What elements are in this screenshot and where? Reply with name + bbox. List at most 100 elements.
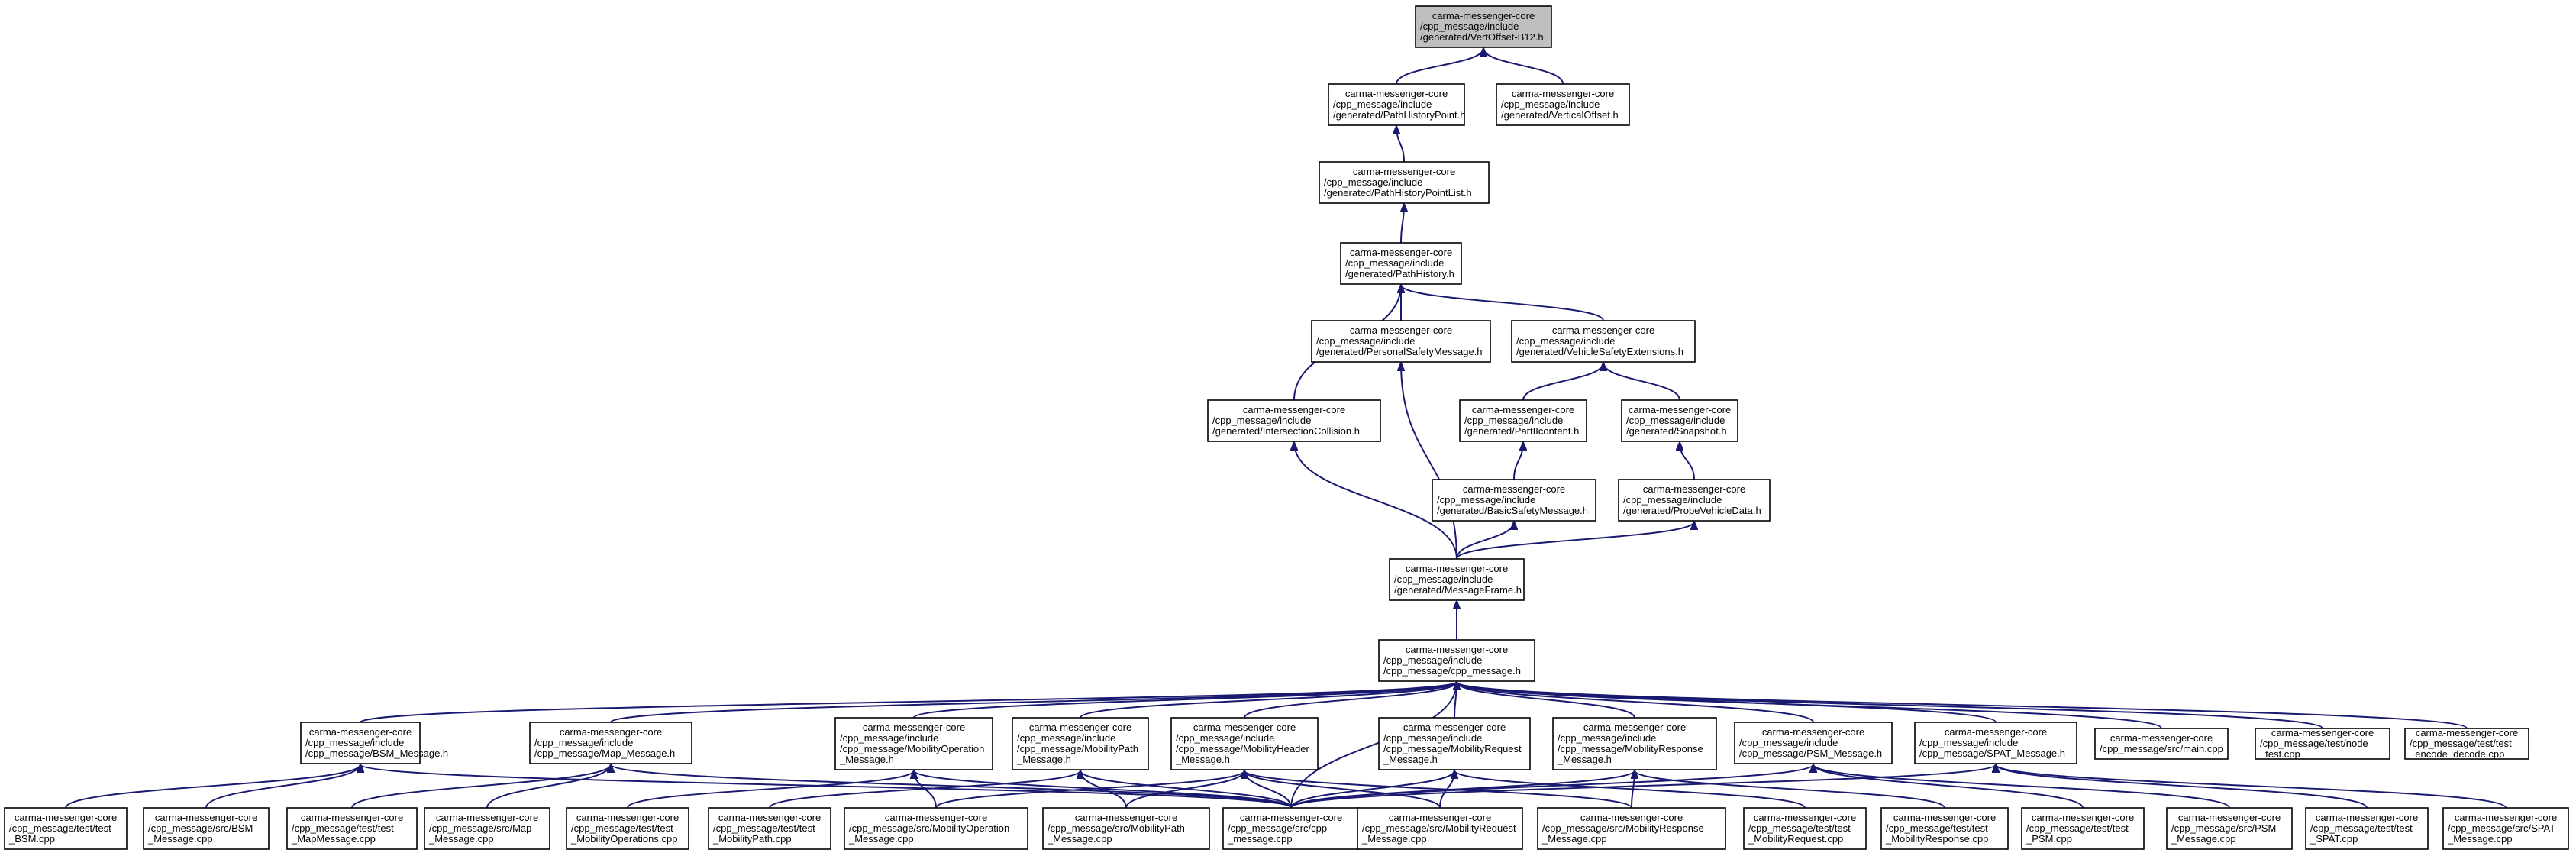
node-label-line: carma-messenger-core (2178, 812, 2281, 823)
node-s_mobop[interactable]: carma-messenger-core/cpp_message/src/Mob… (844, 807, 1028, 850)
node-box (1734, 722, 1893, 764)
node-basicsafety[interactable]: carma-messenger-core/cpp_message/include… (1432, 479, 1596, 522)
node-label-line: carma-messenger-core (1762, 726, 1864, 738)
node-label-line: /cpp_message/test/test (2410, 738, 2512, 749)
node-t_mobreq[interactable]: carma-messenger-core/cpp_message/test/te… (1743, 807, 1867, 850)
node-s_mobresp[interactable]: carma-messenger-core/cpp_message/src/Mob… (1537, 807, 1726, 850)
node-mobheader_h[interactable]: carma-messenger-core/cpp_message/include… (1170, 717, 1319, 770)
node-label-line: carma-messenger-core (301, 812, 403, 823)
node-box (2404, 728, 2529, 760)
node-label-line: /generated/IntersectionCollision.h (1212, 425, 1360, 437)
node-label-line: _Message.h (1557, 754, 1612, 765)
node-snapshot[interactable]: carma-messenger-core/cpp_message/include… (1621, 399, 1738, 442)
edge-s_cpp-to-mobreq_h (1290, 770, 1454, 809)
node-psm_h[interactable]: carma-messenger-core/cpp_message/include… (1734, 722, 1893, 764)
node-box (844, 807, 1028, 850)
node-messageframe[interactable]: carma-messenger-core/cpp_message/include… (1389, 558, 1525, 601)
node-box (1496, 83, 1630, 126)
node-label-line: /cpp_message/src/MobilityPath (1048, 822, 1185, 834)
node-box (2021, 807, 2145, 850)
node-mobresp_h[interactable]: carma-messenger-core/cpp_message/include… (1552, 717, 1717, 770)
node-pathhistorypointlist[interactable]: carma-messenger-core/cpp_message/include… (1319, 161, 1490, 204)
node-t_mobops[interactable]: carma-messenger-core/cpp_message/test/te… (566, 807, 689, 850)
edge-t_mobreq-to-mobreq_h (1454, 770, 1806, 809)
node-box (1340, 242, 1462, 285)
node-box (1511, 320, 1696, 363)
node-label-line: /generated/PathHistoryPointList.h (1324, 187, 1472, 199)
node-label-line: /cpp_message/include (1437, 494, 1535, 506)
node-label-line: carma-messenger-core (1240, 812, 1342, 823)
edge-mobop_h-to-cppmessage_h (913, 682, 1457, 719)
node-s_mobreq[interactable]: carma-messenger-core/cpp_message/src/Mob… (1357, 807, 1523, 850)
node-label-line: /generated/VertOffset-B12.h (1420, 31, 1544, 43)
node-label-line: /cpp_message/src/Map (429, 822, 531, 834)
node-label-line: /cpp_message/src/cpp (1228, 822, 1327, 834)
node-label-line: carma-messenger-core (2416, 727, 2518, 738)
node-label-line: carma-messenger-core (1432, 10, 1535, 21)
node-t_spat[interactable]: carma-messenger-core/cpp_message/test/te… (2305, 807, 2429, 850)
node-s_cpp[interactable]: carma-messenger-core/cpp_message/src/cpp… (1222, 807, 1360, 850)
node-s_psm[interactable]: carma-messenger-core/cpp_message/src/PSM… (2166, 807, 2293, 850)
node-label-line: /generated/PathHistoryPoint.h (1333, 109, 1465, 121)
node-personalsafety[interactable]: carma-messenger-core/cpp_message/include… (1311, 320, 1491, 363)
node-label-line: /cpp_message/SPAT_Message.h (1919, 748, 2065, 759)
node-label-line: /cpp_message/include (1383, 732, 1482, 744)
node-s_spat[interactable]: carma-messenger-core/cpp_message/src/SPA… (2442, 807, 2569, 850)
node-label-line: /cpp_message/test/test (1748, 822, 1851, 834)
node-label-line: /cpp_message/include (1345, 257, 1444, 269)
node-main_cpp[interactable]: carma-messenger-core/cpp_message/src/mai… (2094, 728, 2229, 760)
node-test_encode[interactable]: carma-messenger-core/cpp_message/test/te… (2404, 727, 2529, 760)
node-box (143, 807, 270, 850)
node-box (1552, 717, 1717, 770)
node-cppmessage_h[interactable]: carma-messenger-core/cpp_message/include… (1378, 639, 1535, 682)
node-t_bsm[interactable]: carma-messenger-core/cpp_message/test/te… (4, 807, 128, 850)
node-partiicontent[interactable]: carma-messenger-core/cpp_message/include… (1459, 399, 1587, 442)
node-s_mobpath[interactable]: carma-messenger-core/cpp_message/src/Mob… (1042, 807, 1210, 850)
node-label-line: /cpp_message/test/test (713, 822, 815, 834)
node-mobpath_h[interactable]: carma-messenger-core/cpp_message/include… (1012, 717, 1149, 770)
node-label-line: /cpp_message/PSM_Message.h (1739, 748, 1882, 759)
node-box (1537, 807, 1726, 850)
node-map_h[interactable]: carma-messenger-core/cpp_message/include… (529, 722, 692, 764)
node-s_map[interactable]: carma-messenger-core/cpp_message/src/Map… (424, 807, 550, 850)
node-vertoffset[interactable]: carma-messenger-core/cpp_message/include… (1415, 5, 1552, 48)
node-label-line: carma-messenger-core (2032, 812, 2134, 823)
node-mobop_h[interactable]: carma-messenger-core/cpp_message/include… (834, 717, 993, 770)
node-bsm_h[interactable]: carma-messenger-core/cpp_message/include… (300, 722, 448, 764)
node-t_psm[interactable]: carma-messenger-core/cpp_message/test/te… (2021, 807, 2145, 850)
node-mobreq_h[interactable]: carma-messenger-core/cpp_message/include… (1378, 717, 1531, 770)
edge-s_bsm-to-bsm_h (205, 764, 360, 809)
node-label-line: _Message.cpp (1541, 833, 1607, 845)
node-verticaloffset[interactable]: carma-messenger-core/cpp_message/include… (1496, 83, 1630, 126)
node-label-line: /generated/MessageFrame.h (1394, 584, 1522, 596)
node-s_bsm[interactable]: carma-messenger-core/cpp_message/src/BSM… (143, 807, 270, 850)
node-label-line: /cpp_message/include (1558, 732, 1656, 744)
edge-s_cpp-to-map_h (611, 764, 1292, 809)
node-layer: carma-messenger-core/cpp_message/include… (4, 5, 2569, 850)
node-pathhistorypoint[interactable]: carma-messenger-core/cpp_message/include… (1328, 83, 1465, 126)
node-label-line: /cpp_message/MobilityResponse (1558, 743, 1703, 754)
node-label-line: _Message.cpp (848, 833, 914, 845)
node-vehiclesafety[interactable]: carma-messenger-core/cpp_message/include… (1511, 320, 1696, 363)
node-label-line: /generated/VehicleSafetyExtensions.h (1516, 346, 1683, 357)
node-pathhistory[interactable]: carma-messenger-core/cpp_message/include… (1340, 242, 1462, 285)
node-label-line: carma-messenger-core (1029, 722, 1131, 733)
node-label-line: _Message.h (1016, 754, 1071, 765)
node-label-line: /cpp_message/include (1919, 737, 2018, 748)
node-t_mobresp[interactable]: carma-messenger-core/cpp_message/test/te… (1880, 807, 2009, 850)
node-label-line: carma-messenger-core (1463, 483, 1565, 495)
node-label-line: /cpp_message/MobilityHeader (1176, 743, 1310, 754)
node-t_map[interactable]: carma-messenger-core/cpp_message/test/te… (286, 807, 418, 850)
node-probevehicle[interactable]: carma-messenger-core/cpp_message/include… (1618, 479, 1771, 522)
node-label-line: /cpp_message/include (1333, 99, 1432, 110)
node-node_test[interactable]: carma-messenger-core/cpp_message/test/no… (2255, 727, 2390, 760)
edge-probevehicle-to-snapshot (1680, 442, 1695, 480)
edge-pathhistory-to-pathhistorypointlist (1401, 204, 1404, 244)
node-intersection[interactable]: carma-messenger-core/cpp_message/include… (1207, 399, 1381, 442)
edge-mobpath_h-to-cppmessage_h (1080, 682, 1457, 719)
node-box (1459, 399, 1587, 442)
node-label-line: carma-messenger-core (1406, 563, 1508, 574)
node-spat_h[interactable]: carma-messenger-core/cpp_message/include… (1914, 722, 2077, 764)
node-t_mobpath[interactable]: carma-messenger-core/cpp_message/test/te… (708, 807, 831, 850)
